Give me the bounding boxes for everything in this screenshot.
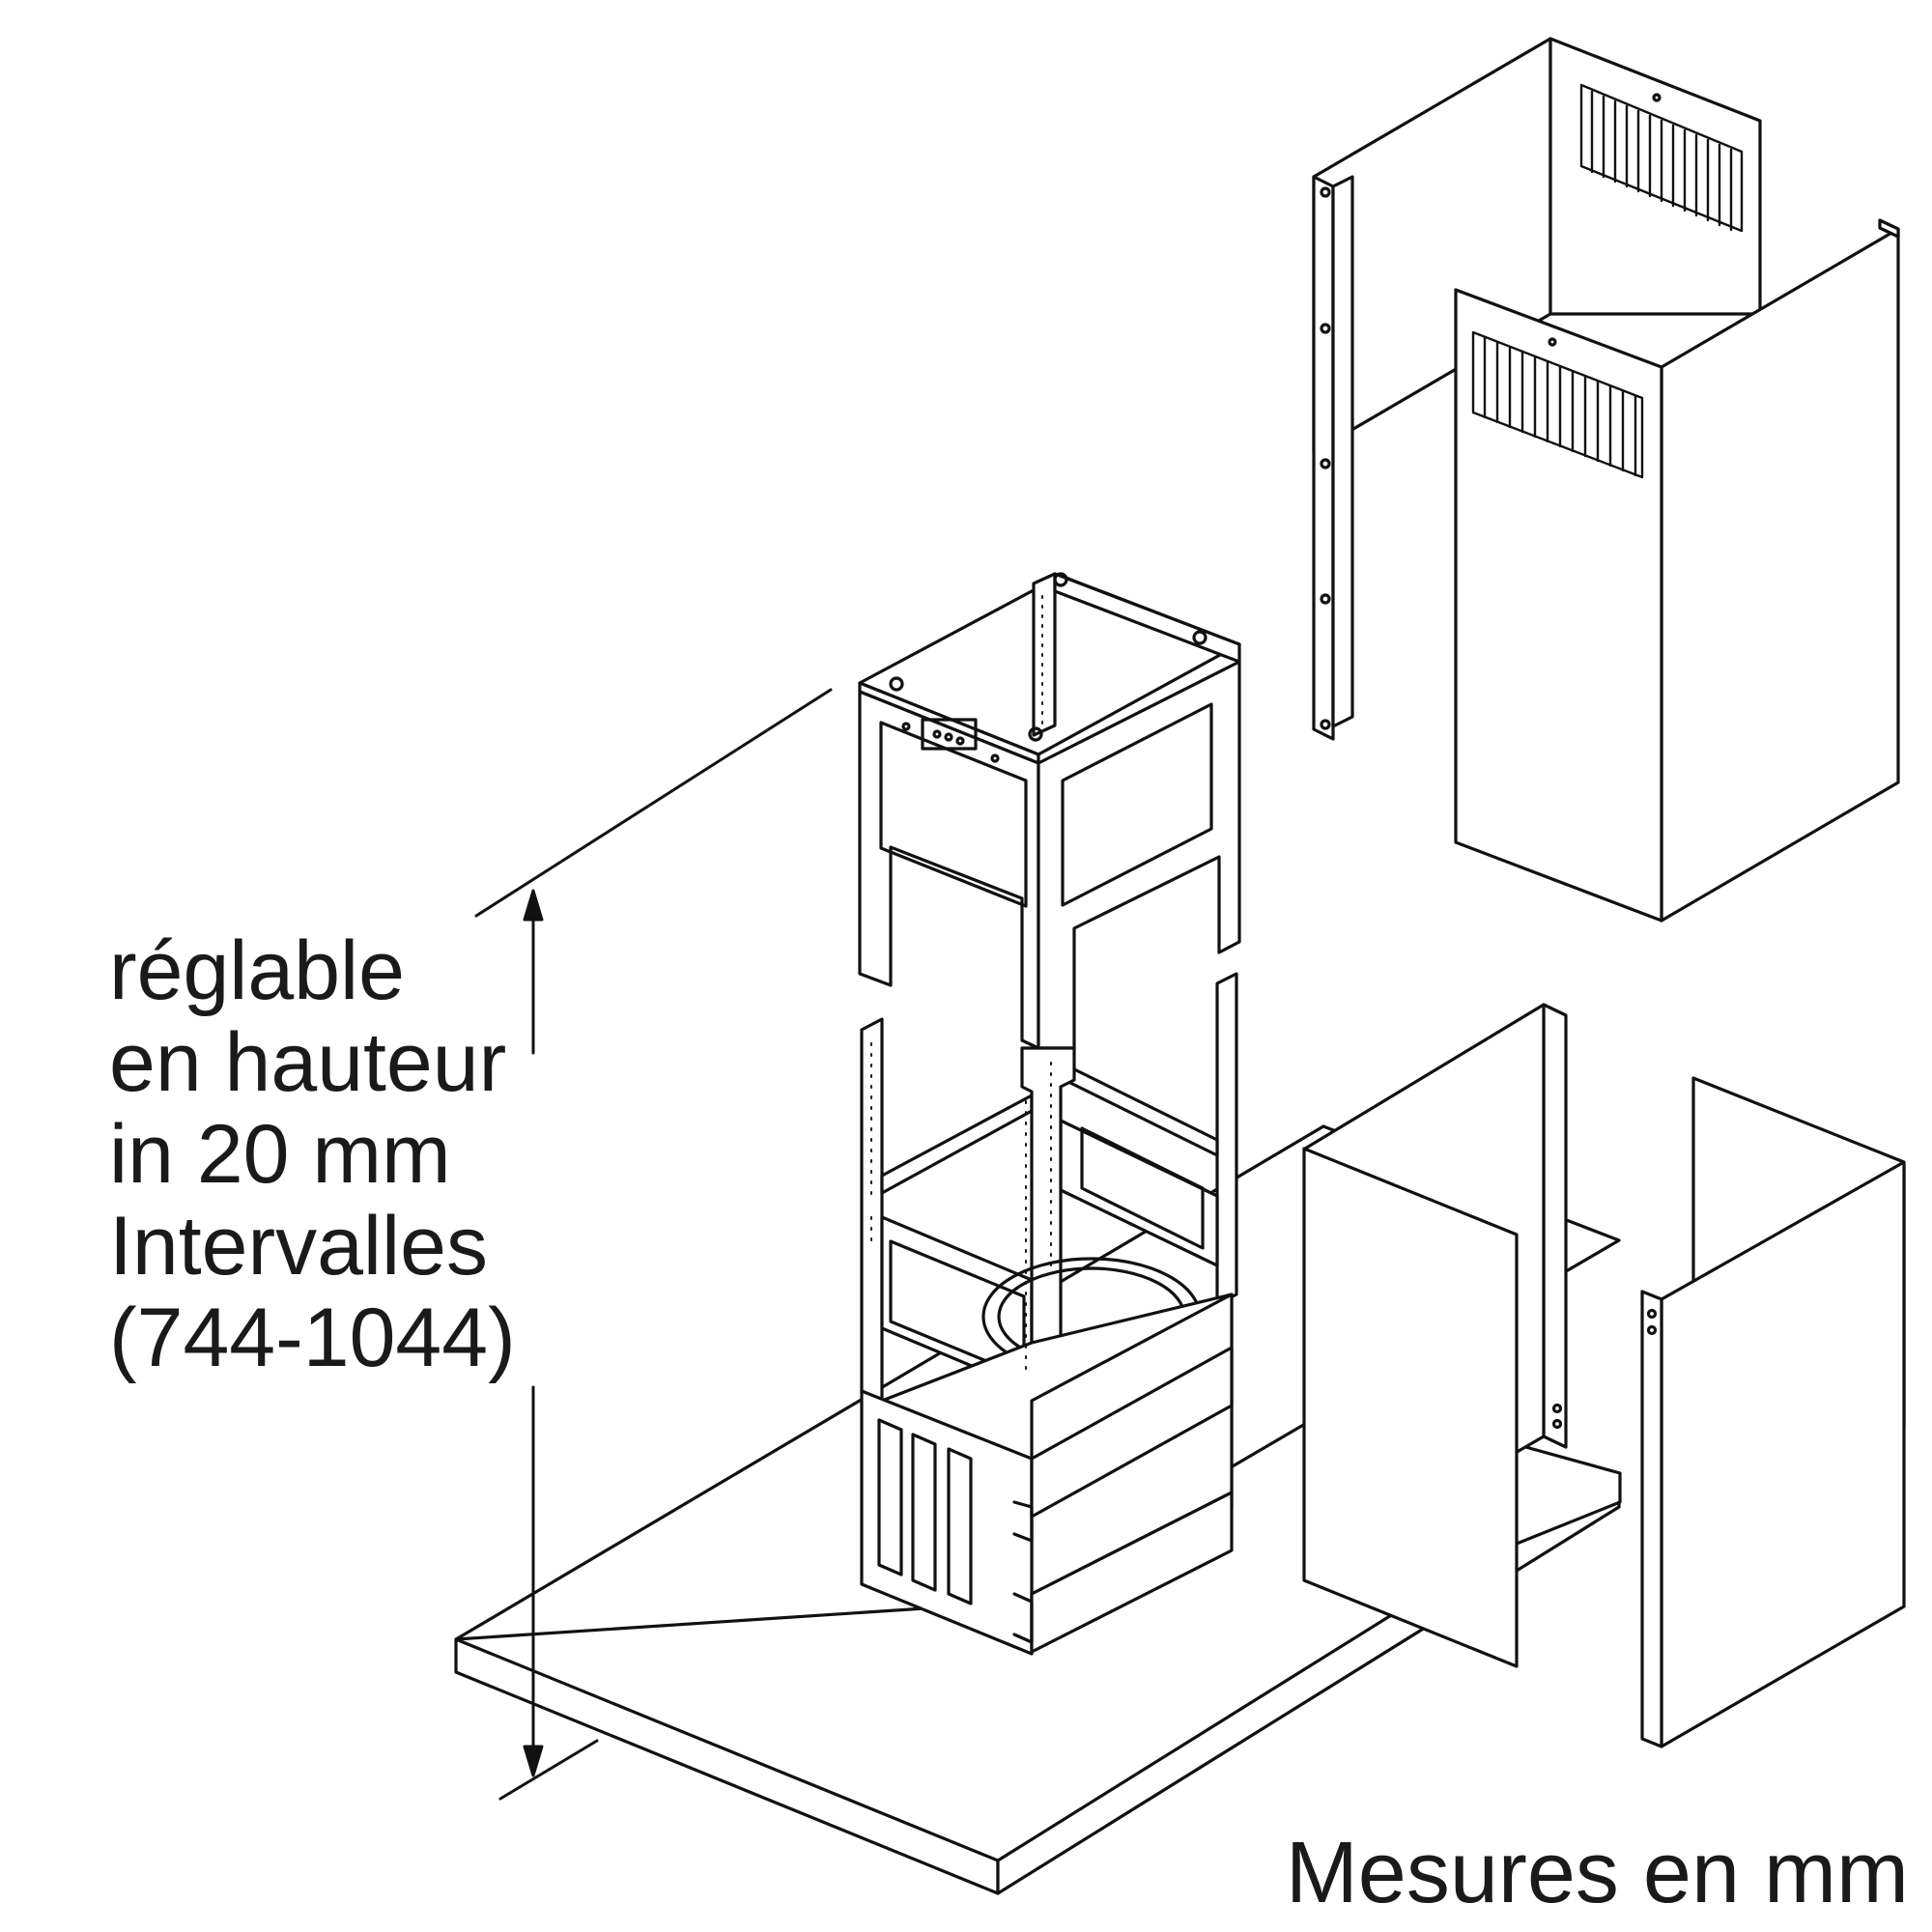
upper-chimney-rear-panel [1314,39,1760,739]
front-vent-grille [1473,332,1642,477]
lower-chimney-front-panel-left [1304,1149,1517,1666]
height-label-line-3: in 20 mm [109,1108,451,1201]
support-frame-upper [860,574,1239,1048]
height-dimension [476,690,831,1799]
height-label-line-1: réglable [109,924,405,1017]
height-adjustment-label: réglable en hauteur in 20 mm Intervalles… [109,925,516,1384]
height-label-line-2: en hauteur [109,1016,507,1109]
upper-extension-line [476,690,831,916]
arrow-down-icon [525,1747,542,1776]
lower-extension-line [500,1741,597,1799]
lower-chimney-front-panel-right [1642,1078,1904,1747]
height-label-line-4: Intervalles [109,1200,488,1293]
support-frame-lower [862,974,1236,1654]
arrow-up-icon [525,891,542,920]
height-label-line-5: (744-1044) [109,1292,516,1384]
upper-chimney-front-panel [1456,220,1898,921]
rear-vent-grille [1581,85,1742,231]
units-note: Mesures en mm [1285,1825,1909,1921]
